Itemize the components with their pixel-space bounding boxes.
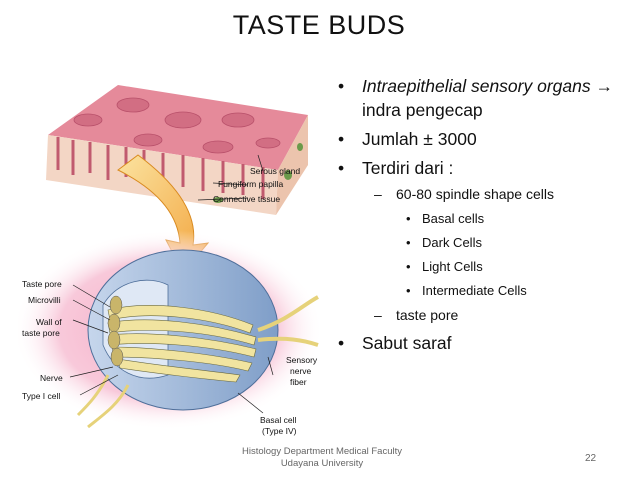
item-intermediate-cells: • Intermediate Cells (336, 282, 632, 300)
sub-bullet-spindle: – 60-80 spindle shape cells (336, 185, 632, 204)
label-wall-of-taste-pore-1: Wall of (36, 317, 62, 327)
label-sensory-3: fiber (290, 377, 307, 387)
label-serous-gland: Serous gland (250, 166, 300, 176)
bullet-dot: • (338, 158, 345, 178)
bullet-dot: • (338, 76, 345, 96)
label-sensory-2: nerve (290, 366, 312, 376)
bullet-dot: • (338, 129, 345, 149)
footer-line-2: Udayana University (280, 458, 364, 469)
bullet-dot: • (406, 211, 411, 226)
dash-marker: – (374, 186, 382, 202)
label-connective-tissue: Connective tissue (213, 194, 280, 204)
item-dark-cells: • Dark Cells (336, 234, 632, 252)
bullet-dot: • (406, 235, 411, 250)
label-wall-of-taste-pore-2: taste pore (22, 328, 60, 338)
bullet-jumlah: • Jumlah ± 3000 (336, 127, 632, 151)
bullet-text: Sabut saraf (362, 333, 452, 353)
label-fungiform-papilla: Fungiform papilla (218, 179, 283, 189)
item-basal-cells: • Basal cells (336, 210, 632, 228)
bullet-text: indra pengecap (362, 100, 483, 120)
item-text: Light Cells (422, 259, 483, 274)
label-taste-pore: Taste pore (22, 279, 62, 289)
label-nerve: Nerve (40, 373, 63, 383)
sub-bullet-text: taste pore (396, 307, 459, 323)
sub-bullet-taste-pore: – taste pore (336, 306, 632, 325)
label-type-i-cell: Type I cell (22, 391, 60, 401)
bullet-text: Jumlah ± 3000 (362, 129, 477, 149)
bullet-dot: • (338, 333, 345, 353)
sub-bullet-text: 60-80 spindle shape cells (396, 186, 554, 202)
taste-bud-illustration: Serous gland Fungiform papilla Connectiv… (18, 85, 323, 436)
item-text: Dark Cells (422, 235, 482, 250)
bullet-terdiri: • Terdiri dari : (336, 156, 632, 180)
label-sensory-1: Sensory (286, 355, 318, 365)
bullet-text: Terdiri dari : (362, 158, 454, 178)
bullet-dot: • (406, 259, 411, 274)
label-microvilli: Microvilli (28, 295, 61, 305)
footer: Histology Department Medical Faculty Uda… (232, 446, 412, 470)
leader-lines (69, 154, 274, 414)
label-basal-cell-2: (Type IV) (262, 426, 297, 436)
footer-line-1: Histology Department Medical Faculty (242, 446, 402, 457)
tongue-tissue-block (46, 85, 308, 215)
bullet-list: • Intraepithelial sensory organs → indra… (336, 74, 632, 360)
page-number: 22 (585, 453, 597, 464)
bullet-sabut-saraf: • Sabut saraf (336, 331, 632, 355)
arrow-icon: → (595, 76, 613, 96)
item-text: Basal cells (422, 211, 485, 226)
label-basal-cell-1: Basal cell (260, 415, 296, 425)
bullet-dot: • (406, 283, 411, 298)
bullet-italic-text: Intraepithelial sensory organs (362, 76, 591, 96)
item-text: Intermediate Cells (422, 283, 527, 298)
bullet-intraepithelial: • Intraepithelial sensory organs → indra… (336, 74, 632, 122)
dash-marker: – (374, 307, 382, 323)
taste-bud (76, 249, 319, 429)
item-light-cells: • Light Cells (336, 258, 632, 276)
slide-title: TASTE BUDS (232, 10, 406, 40)
